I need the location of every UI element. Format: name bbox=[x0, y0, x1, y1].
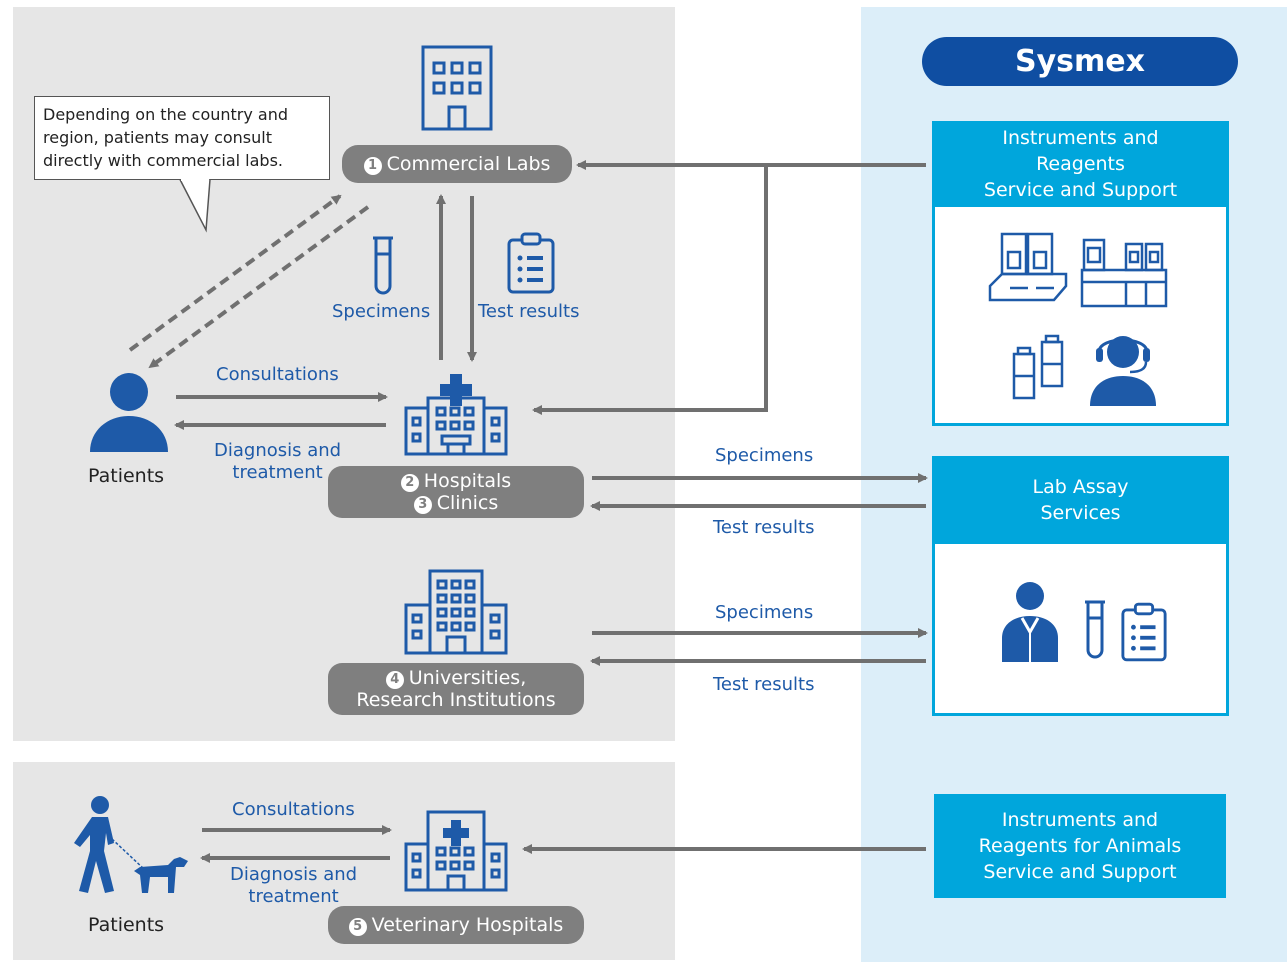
diagnosis-line: treatment bbox=[232, 462, 323, 483]
test-tube-icon bbox=[1085, 600, 1105, 659]
node-number: 4 bbox=[385, 671, 404, 689]
box-line: Lab Assay bbox=[1032, 476, 1129, 498]
box-line: Reagents for Animals bbox=[978, 835, 1182, 857]
arrow-sysmex-to-hospitals bbox=[532, 165, 768, 415]
specimens-label: Specimens bbox=[715, 602, 814, 623]
diagnosis-label: Diagnosis and treatment bbox=[214, 440, 341, 484]
analyzer-icon bbox=[988, 232, 1068, 302]
test-tube-icon bbox=[373, 236, 393, 295]
clipboard-icon bbox=[507, 232, 555, 294]
node-label: Hospitals bbox=[423, 470, 512, 492]
node-number: 5 bbox=[348, 918, 367, 936]
node-label: Commercial Labs bbox=[386, 153, 551, 175]
lab-technician-icon bbox=[1002, 582, 1058, 662]
box-line: Instruments and bbox=[1001, 809, 1159, 831]
box-line: Service and Support bbox=[983, 861, 1177, 883]
diagnosis-label: Diagnosis and treatment bbox=[230, 864, 357, 908]
lab-assay-box: Lab Assay Services bbox=[932, 456, 1229, 544]
patients-label: Patients bbox=[88, 465, 165, 487]
reagent-bottles-icon bbox=[1012, 334, 1064, 400]
box-line: Services bbox=[1040, 502, 1121, 524]
node-label: Research Institutions bbox=[356, 689, 556, 711]
sysmex-header: Sysmex bbox=[922, 37, 1238, 86]
diagnosis-line: Diagnosis and bbox=[230, 864, 358, 885]
analyzer-icon bbox=[1080, 238, 1168, 308]
consultations-label: Consultations bbox=[216, 364, 339, 385]
callout-line: directly with commercial labs. bbox=[43, 151, 284, 170]
callout-note: Depending on the country and region, pat… bbox=[34, 96, 330, 180]
diagnosis-line: treatment bbox=[248, 886, 339, 907]
node-label: Clinics bbox=[436, 492, 499, 514]
callout-line: Depending on the country and bbox=[43, 105, 289, 124]
dog-walker-icon bbox=[74, 796, 188, 893]
callout-line: region, patients may consult bbox=[43, 128, 272, 147]
node-label: Veterinary Hospitals bbox=[371, 914, 564, 936]
specimens-label: Specimens bbox=[715, 445, 814, 466]
node-label: Universities, bbox=[408, 667, 527, 689]
box-line: Reagents bbox=[1036, 153, 1125, 175]
consultations-label: Consultations bbox=[232, 799, 355, 820]
box-line: Service and Support bbox=[983, 179, 1178, 201]
test-results-label: Test results bbox=[713, 517, 815, 538]
person-icon bbox=[90, 373, 168, 452]
hospital-icon bbox=[404, 810, 508, 892]
specimens-label: Specimens bbox=[332, 301, 431, 322]
patients-label: Patients bbox=[88, 914, 165, 936]
node-number: 1 bbox=[363, 157, 382, 175]
node-number: 3 bbox=[413, 496, 432, 514]
building-icon bbox=[421, 45, 493, 131]
callout-tail bbox=[179, 178, 211, 233]
hospital-icon bbox=[404, 374, 508, 456]
instruments-box: Instruments and Reagents Service and Sup… bbox=[932, 121, 1229, 207]
box-line: Instruments and bbox=[1002, 127, 1159, 149]
node-number: 2 bbox=[400, 474, 419, 492]
clipboard-icon bbox=[1121, 602, 1167, 662]
test-results-label: Test results bbox=[713, 674, 815, 695]
university-icon bbox=[404, 569, 508, 655]
test-results-label: Test results bbox=[478, 301, 580, 322]
dashed-patient-to-labs bbox=[128, 194, 342, 352]
animals-box: Instruments and Reagents for Animals Ser… bbox=[934, 794, 1226, 898]
support-agent-icon bbox=[1090, 336, 1156, 406]
dashed-labs-to-patient bbox=[148, 205, 370, 369]
diagnosis-line: Diagnosis and bbox=[214, 440, 342, 461]
